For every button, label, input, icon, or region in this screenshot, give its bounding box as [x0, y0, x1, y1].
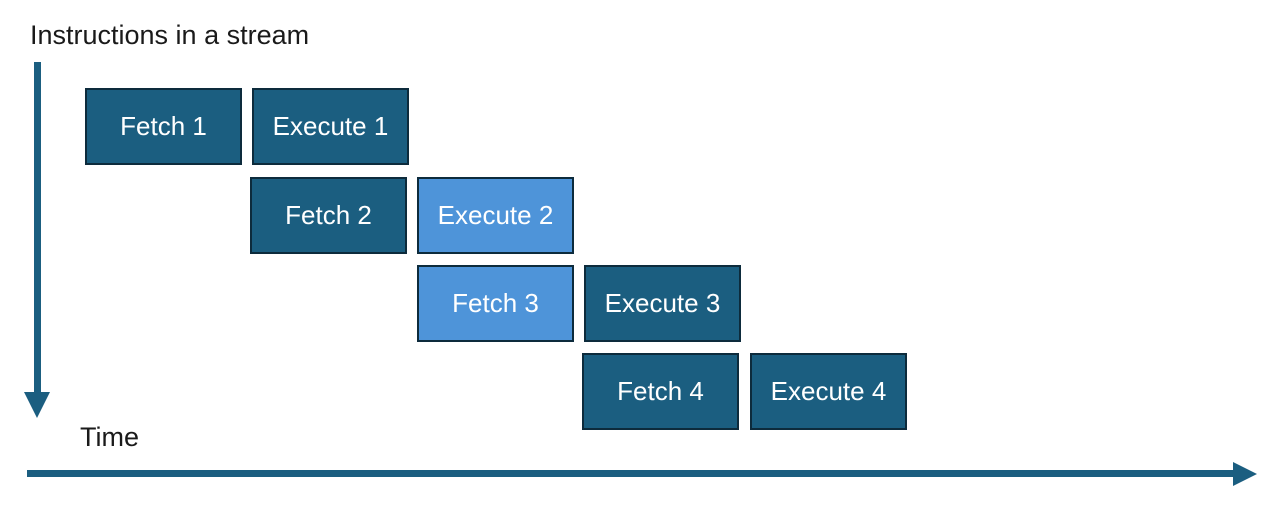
pipeline-stage-box: Fetch 4	[582, 353, 739, 430]
pipeline-stage-box: Fetch 1	[85, 88, 242, 165]
pipeline-stage-box: Fetch 3	[417, 265, 574, 342]
arrow-right-icon	[1233, 461, 1257, 486]
pipeline-stage-box: Execute 2	[417, 177, 574, 254]
pipeline-stage-box: Execute 1	[252, 88, 409, 165]
time-axis-label: Time	[80, 422, 139, 452]
pipeline-stage-box: Execute 3	[584, 265, 741, 342]
instruction-stream-arrow-shaft	[34, 62, 41, 392]
diagram-title: Instructions in a stream	[30, 20, 310, 50]
time-axis-arrow-shaft	[27, 470, 1233, 477]
arrow-down-icon	[24, 392, 50, 418]
pipeline-stage-box: Execute 4	[750, 353, 907, 430]
pipeline-stage-box: Fetch 2	[250, 177, 407, 254]
